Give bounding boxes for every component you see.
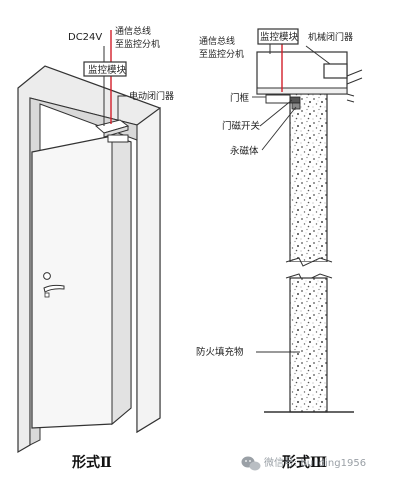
door-frame-label: 门框: [230, 92, 250, 104]
wechat-icon: [241, 456, 261, 471]
wall-top: [289, 91, 328, 263]
monitor-module-label-right: 监控模块: [260, 31, 299, 43]
power-label: DC24V: [68, 32, 102, 43]
caption-form-2: 形式Ⅱ: [72, 454, 112, 471]
wall-section-form-3: [252, 28, 363, 413]
mechanical-closer-label: 机械闭门器: [308, 31, 353, 43]
electric-closer-icon: [94, 119, 130, 143]
watermark: 微信号: building1956: [241, 456, 366, 471]
door-frame-jamb: [136, 106, 161, 433]
watermark-text: 微信号: building1956: [264, 456, 366, 469]
permanent-magnet: [291, 102, 301, 110]
comm-bus-label-right-line2: 至监控分机: [199, 48, 244, 60]
permanent-magnet-label: 永磁体: [230, 145, 259, 157]
monitor-module-box-right: [257, 28, 299, 45]
door-assembly-form-2: [17, 30, 161, 454]
door-leaf-edge: [111, 135, 132, 426]
comm-bus-label-line2: 至监控分机: [115, 38, 160, 50]
fireproof-filler-label: 防火填充物: [196, 346, 244, 358]
comm-bus-label-right-line1: 通信总线: [199, 35, 235, 47]
wall-bottom: [289, 277, 328, 413]
electric-closer-label: 电动闭门器: [129, 90, 174, 102]
comm-bus-label-line1: 通信总线: [115, 25, 151, 37]
door-handle-icon: [43, 272, 65, 298]
monitor-module-label: 监控模块: [88, 64, 127, 76]
door-frame-piece: [265, 94, 291, 104]
magnetic-switch-label: 门磁开关: [222, 120, 261, 132]
caption-form-3: 形式Ⅲ: [282, 454, 327, 471]
monitor-module-box: [83, 61, 127, 77]
mechanical-closer-box: [323, 63, 348, 79]
